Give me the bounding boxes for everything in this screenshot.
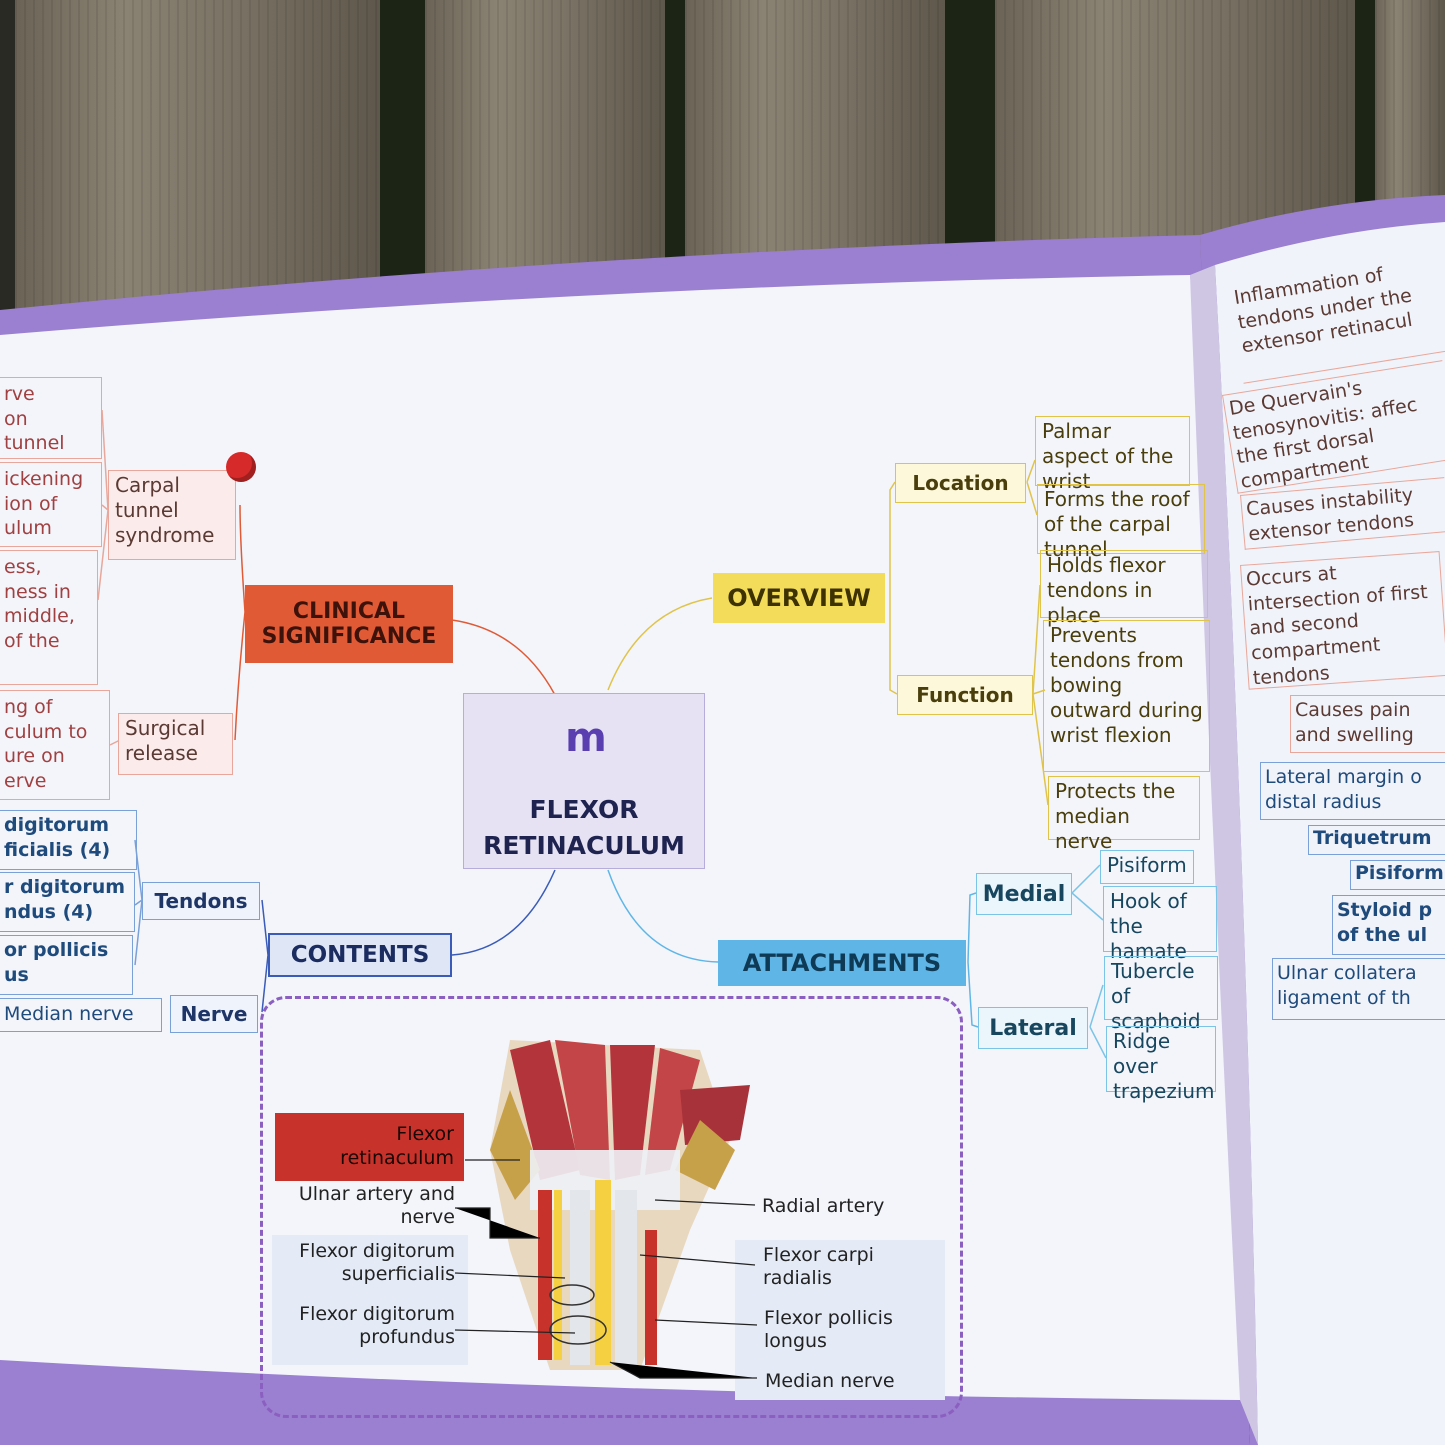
- tendon-leaf-2: r digitorum ndus (4): [0, 872, 135, 932]
- medial-node[interactable]: Medial: [976, 873, 1072, 915]
- fdp-label: Flexor digitorum profundus: [299, 1303, 455, 1348]
- right-page-red-leaf-4-text: Occurs at intersection of first and seco…: [1245, 562, 1429, 690]
- radial-artery-label: Radial artery: [762, 1195, 885, 1217]
- clinical-leaf-3: ess, ness in middle, of the: [0, 550, 98, 685]
- medial-leaf-1: Pisiform: [1100, 850, 1194, 884]
- tendons-label: Tendons: [154, 889, 248, 913]
- function-leaf-3: Protects the median nerve: [1048, 776, 1200, 853]
- clinical-leaf-2: ickening ion of ulum: [0, 462, 102, 547]
- wood-plank: [15, 0, 380, 330]
- attachments-node[interactable]: ATTACHMENTS: [718, 940, 966, 986]
- right-label-backdrop: [735, 1240, 945, 1400]
- surgical-release-label: Surgical release: [125, 716, 206, 765]
- nerve-node[interactable]: Nerve: [170, 995, 258, 1033]
- right-page-red-leaf-5: Causes pain and swelling: [1290, 695, 1445, 753]
- medial-leaf-1-text: Pisiform: [1107, 853, 1187, 877]
- contents-label: CONTENTS: [290, 942, 430, 968]
- right-page-blue-leaf-3: Pisiform: [1350, 860, 1445, 890]
- clinical-leaf-2-text: ickening ion of ulum: [4, 468, 84, 540]
- right-page-blue-leaf-4-text: Styloid p of the ul: [1337, 899, 1433, 946]
- tendon-leaf-1-text: digitorum ficialis (4): [4, 814, 111, 861]
- bench-gap: [665, 0, 685, 330]
- contents-node[interactable]: CONTENTS: [268, 933, 452, 977]
- function-leaf-3-text: Protects the median nerve: [1055, 779, 1176, 853]
- medical-logo-icon: m: [565, 715, 607, 761]
- location-label: Location: [912, 471, 1009, 495]
- location-node[interactable]: Location: [895, 463, 1026, 503]
- tendon-leaf-3: or pollicis us: [0, 935, 133, 995]
- flexor-retinaculum-highlight-text: Flexor retinaculum: [340, 1123, 454, 1169]
- lateral-leaf-2-text: Ridge over trapezium: [1113, 1029, 1215, 1103]
- clinical-leaf-3-text: ess, ness in middle, of the: [4, 556, 75, 653]
- lateral-leaf-1-text: Tubercle of scaphoid: [1111, 959, 1201, 1033]
- carpal-tunnel-syndrome-node[interactable]: Carpal tunnel syndrome: [108, 470, 236, 560]
- right-page-red-leaf-5-text: Causes pain and swelling: [1295, 699, 1414, 746]
- right-page-blue-leaf-2: Triquetrum: [1308, 825, 1445, 855]
- central-topic-card[interactable]: m FLEXOR RETINACULUM: [463, 693, 705, 869]
- lateral-label: Lateral: [989, 1015, 1077, 1041]
- tendon-leaf-2-text: r digitorum ndus (4): [4, 876, 126, 923]
- right-page-blue-leaf-5: Ulnar collatera ligament of th: [1272, 958, 1445, 1020]
- right-page-red-leaf-4: Occurs at intersection of first and seco…: [1240, 551, 1445, 690]
- right-page-blue-leaf-4: Styloid p of the ul: [1332, 895, 1445, 955]
- function-leaf-1: Holds flexor tendons in place: [1040, 550, 1208, 627]
- function-label: Function: [916, 683, 1014, 707]
- lateral-leaf-2: Ridge over trapezium: [1106, 1026, 1216, 1103]
- right-page-blue-leaf-3-text: Pisiform: [1355, 862, 1444, 884]
- fds-label: Flexor digitorum superficialis: [299, 1240, 455, 1285]
- function-leaf-2-text: Prevents tendons from bowing outward dur…: [1050, 623, 1203, 747]
- clinical-leaf-1: rve on tunnel: [0, 377, 102, 459]
- location-leaf-1-text: Palmar aspect of the wrist: [1042, 419, 1174, 493]
- nerve-leaf-1: Median nerve: [0, 998, 162, 1032]
- carpal-tunnel-syndrome-label: Carpal tunnel syndrome: [115, 473, 215, 547]
- location-leaf-1: Palmar aspect of the wrist: [1035, 416, 1190, 493]
- tendon-leaf-1: digitorum ficialis (4): [0, 810, 137, 870]
- clinical-significance-label: CLINICAL SIGNIFICANCE: [261, 599, 437, 649]
- median-nerve-illustration-label: Median nerve: [765, 1370, 895, 1392]
- nerve-leaf-1-text: Median nerve: [4, 1003, 134, 1025]
- lateral-leaf-1: Tubercle of scaphoid: [1104, 956, 1218, 1033]
- wrist-cross-section-illustration: [490, 1040, 750, 1370]
- right-page-blue-leaf-1-text: Lateral margin o distal radius: [1265, 766, 1422, 813]
- right-page-blue-leaf-2-text: Triquetrum: [1313, 827, 1432, 849]
- left-label-backdrop: [272, 1235, 468, 1365]
- right-page-red-leaf-3-text: Causes instability extensor tendons: [1245, 483, 1415, 546]
- function-leaf-2: Prevents tendons from bowing outward dur…: [1043, 620, 1210, 772]
- overview-label: OVERVIEW: [727, 584, 871, 612]
- medial-label: Medial: [982, 881, 1066, 907]
- attachments-label: ATTACHMENTS: [742, 949, 942, 977]
- location-leaf-2-text: Forms the roof of the carpal tunnel: [1044, 487, 1190, 561]
- push-pin-icon: [226, 452, 256, 482]
- overview-node[interactable]: OVERVIEW: [713, 573, 885, 623]
- function-node[interactable]: Function: [897, 675, 1033, 715]
- clinical-significance-node[interactable]: CLINICAL SIGNIFICANCE: [245, 585, 453, 663]
- function-leaf-1-text: Holds flexor tendons in place: [1047, 553, 1166, 627]
- illustration-panel: [260, 996, 963, 1418]
- tendon-leaf-3-text: or pollicis us: [4, 939, 109, 986]
- nerve-label: Nerve: [180, 1002, 248, 1026]
- ulnar-artery-label: Ulnar artery and nerve: [298, 1183, 455, 1228]
- central-title-line-2: RETINACULUM: [483, 831, 685, 860]
- medial-leaf-2: Hook of the hamate: [1103, 886, 1217, 963]
- right-page-blue-leaf-5-text: Ulnar collatera ligament of th: [1277, 962, 1417, 1009]
- location-leaf-2: Forms the roof of the carpal tunnel: [1037, 484, 1205, 561]
- central-title-line-1: FLEXOR: [529, 795, 639, 824]
- fcr-label: Flexor carpi radialis: [763, 1244, 874, 1289]
- clinical-leaf-4: ng of culum to ure on erve: [0, 690, 110, 800]
- clinical-leaf-4-text: ng of culum to ure on erve: [4, 696, 88, 793]
- right-page-blue-leaf-1: Lateral margin o distal radius: [1260, 762, 1445, 820]
- fpl-label: Flexor pollicis longus: [764, 1307, 893, 1352]
- surgical-release-node[interactable]: Surgical release: [118, 713, 233, 775]
- medial-leaf-2-text: Hook of the hamate: [1110, 889, 1187, 963]
- clinical-leaf-1-text: rve on tunnel: [4, 383, 65, 455]
- lateral-node[interactable]: Lateral: [978, 1007, 1088, 1049]
- tendons-node[interactable]: Tendons: [142, 882, 260, 920]
- flexor-retinaculum-highlight-label: Flexor retinaculum: [275, 1113, 464, 1181]
